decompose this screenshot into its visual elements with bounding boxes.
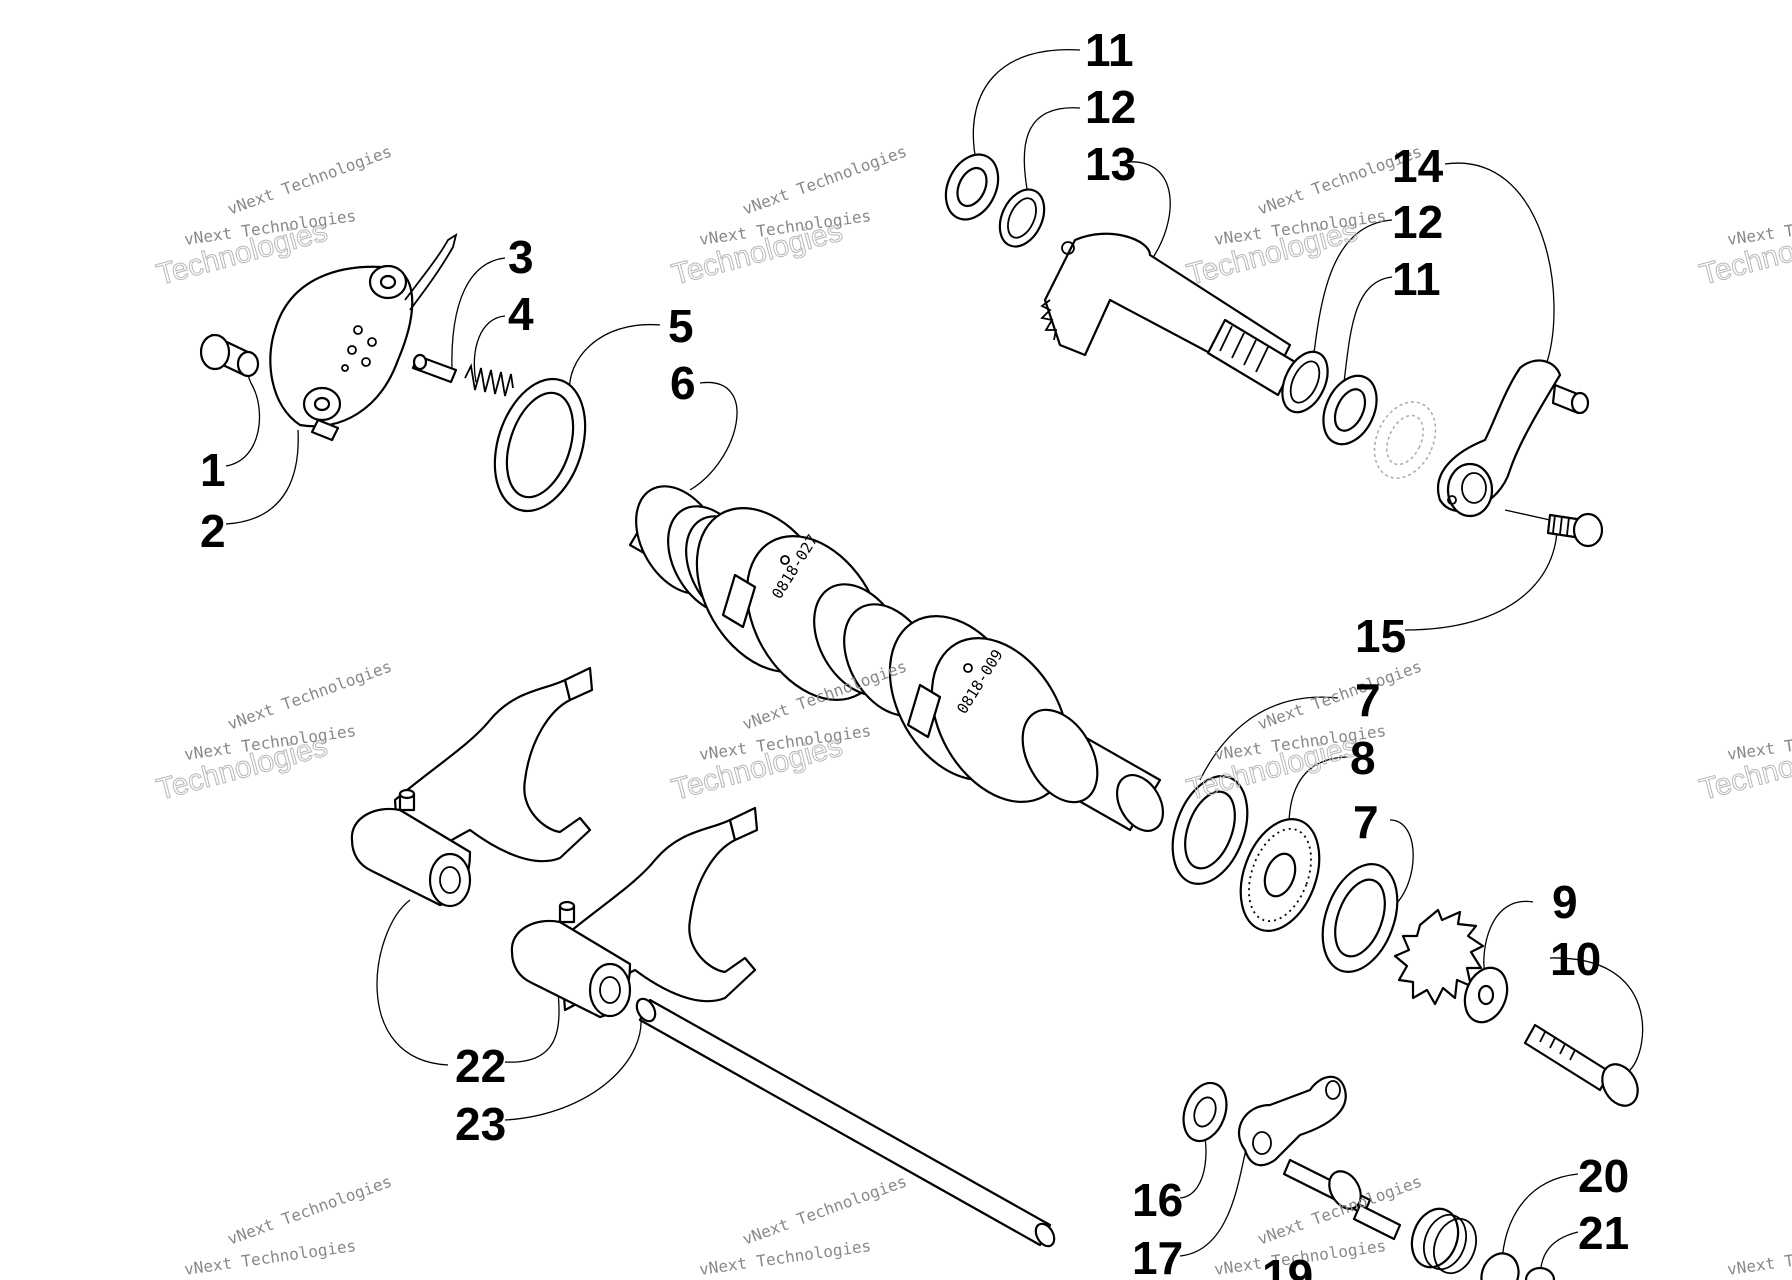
- callout-12-right: 12: [1392, 196, 1443, 248]
- part-19-stopper-bolt: [1282, 1158, 1402, 1241]
- callout-7a: 7: [1355, 674, 1381, 726]
- part-15-bolt: [1504, 509, 1604, 548]
- callout-21: 21: [1578, 1207, 1629, 1259]
- callout-2: 2: [200, 505, 226, 557]
- callout-16: 16: [1132, 1174, 1183, 1226]
- callouts: 1 2 3 4 5 6 7 8 7 9 10 11 12 13 14 12 11…: [200, 24, 1629, 1280]
- callout-9: 9: [1552, 876, 1578, 928]
- callout-23: 23: [455, 1098, 506, 1150]
- part-9-gear: [1393, 908, 1509, 1024]
- watermark: vNext Technologies Technologies vNext Te…: [1183, 657, 1425, 808]
- watermark: vNext Technologies vNext Technologies: [183, 1172, 394, 1279]
- part-11-washer-right: [1322, 374, 1378, 446]
- part-14-shift-lever: [1437, 359, 1590, 518]
- svg-text:vNext Technologies: vNext Technologies: [1255, 657, 1424, 734]
- svg-text:vNext Technologies: vNext Technologies: [740, 1172, 909, 1249]
- part-16-washer: [1182, 1081, 1228, 1143]
- part-10-bolt: [1523, 1023, 1639, 1107]
- part-11-washer-top: [944, 153, 1000, 221]
- part-23-fork-shaft: [635, 997, 1056, 1248]
- part-2-housing: [269, 233, 458, 442]
- part-5-washer: [493, 377, 587, 513]
- svg-text:vNext Technologies: vNext Technologies: [225, 1172, 394, 1249]
- callout-4: 4: [508, 288, 534, 340]
- watermark: vNext Technologies Technologies: [1696, 721, 1792, 807]
- part-7-washer-b: [1321, 863, 1399, 973]
- part-22-fork-upper: [350, 666, 594, 908]
- part-12-circlip-top: [998, 188, 1046, 248]
- callout-12-top: 12: [1085, 81, 1136, 133]
- callout-17: 17: [1132, 1232, 1183, 1280]
- callout-20: 20: [1578, 1150, 1629, 1202]
- callout-7b: 7: [1353, 796, 1379, 848]
- watermark: vNext Technologies vNext Technologies: [698, 1172, 909, 1279]
- seal-outline: [1373, 401, 1437, 479]
- watermark: vNext Technologies: [1726, 1236, 1792, 1279]
- svg-text:vNext Technologies: vNext Technologies: [1726, 1236, 1792, 1279]
- svg-text:vNext Technologies: vNext Technologies: [740, 142, 909, 219]
- callout-11-right: 11: [1392, 253, 1441, 305]
- svg-text:vNext Technologies: vNext Technologies: [183, 1236, 357, 1279]
- svg-text:vNext Technologies: vNext Technologies: [225, 657, 394, 734]
- callout-13: 13: [1085, 138, 1136, 190]
- part-3-pin: [411, 353, 458, 384]
- watermark: vNext Technologies Technologies vNext Te…: [153, 657, 395, 808]
- svg-text:vNext Technologies: vNext Technologies: [225, 142, 394, 219]
- callout-6: 6: [670, 357, 696, 409]
- callout-14: 14: [1392, 140, 1444, 192]
- callout-5: 5: [668, 300, 694, 352]
- callout-3: 3: [508, 231, 534, 283]
- callout-10: 10: [1550, 933, 1601, 985]
- part-7-washer-a: [1171, 775, 1249, 885]
- part-13-shift-shaft: [1040, 232, 1297, 397]
- callout-11-top: 11: [1085, 24, 1134, 76]
- part-17-stopper-arm: [1238, 1075, 1347, 1167]
- callout-19: 19: [1262, 1250, 1313, 1280]
- watermark: vNext Technologies Technologies: [1696, 206, 1792, 292]
- part-20-spring: [1410, 1207, 1477, 1275]
- part-21-collar: [1480, 1252, 1556, 1280]
- watermark: vNext Technologies Technologies vNext Te…: [668, 142, 910, 293]
- svg-text:vNext Technologies: vNext Technologies: [698, 1236, 872, 1279]
- leader-lines: [225, 49, 1644, 1280]
- part-8-thrust-bearing: [1239, 818, 1321, 932]
- part-4-spring: [464, 363, 514, 397]
- callout-8: 8: [1350, 732, 1376, 784]
- part-6-shift-drum: 0818-027 0818-009: [628, 485, 1165, 832]
- part-12-circlip-right: [1281, 350, 1329, 414]
- watermark: vNext Technologies Technologies vNext Te…: [1183, 142, 1425, 293]
- part-22-fork-lower: [510, 806, 759, 1019]
- callout-15: 15: [1355, 610, 1406, 662]
- callout-22: 22: [455, 1040, 506, 1092]
- callout-1: 1: [200, 444, 226, 496]
- part-1-bolt: [199, 333, 260, 378]
